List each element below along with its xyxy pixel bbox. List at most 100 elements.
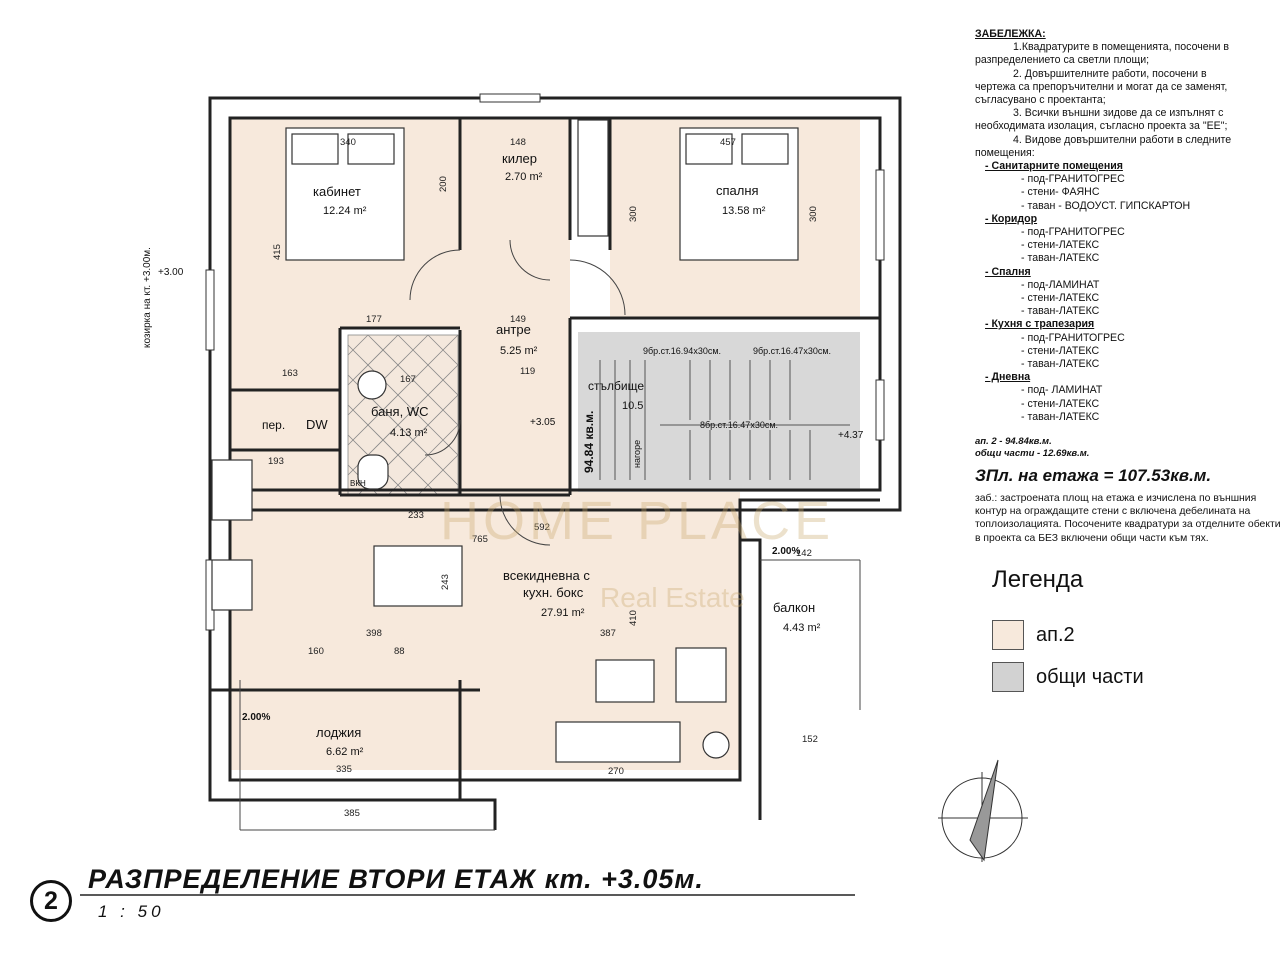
north-arrow	[938, 759, 1028, 862]
notes-heading: ЗАБЕЛЕЖКА:	[975, 28, 1046, 40]
finish-room: - Кухня с трапезария	[985, 318, 1095, 331]
svg-text:387: 387	[600, 628, 616, 639]
finish-line: - под- ЛАМИНАТ	[1021, 384, 1103, 397]
room-name: балкон	[773, 600, 816, 615]
label-vkn: ВКН	[350, 479, 366, 488]
note-line: чертежа са препоръчителни и могат да се …	[975, 80, 1228, 93]
finish-line: - стени-ЛАТЕКС	[1021, 239, 1100, 252]
level-300: +3.00	[158, 267, 184, 278]
svg-text:160: 160	[308, 646, 324, 657]
level-437: +4.37	[838, 430, 864, 441]
room-area: 6.62 m²	[326, 746, 364, 758]
furniture	[211, 119, 799, 763]
svg-text:385: 385	[344, 808, 360, 819]
svg-text:457: 457	[720, 137, 736, 148]
note-line: разпределението са светли площи;	[975, 54, 1150, 67]
svg-text:193: 193	[268, 456, 284, 467]
legend-item-common: общи части	[992, 662, 1144, 692]
svg-text:300: 300	[808, 206, 819, 222]
note-line: 3. Всички външни зидове да се изпълнят с	[1013, 107, 1224, 120]
note-line: 4. Видове довършителни работи в следните	[1013, 133, 1232, 146]
apartment-fill	[230, 118, 860, 770]
toilet	[357, 454, 389, 490]
room-area: 5.25 m²	[500, 345, 538, 357]
windows	[205, 93, 885, 631]
finish-line: - под-ЛАМИНАТ	[1021, 278, 1100, 291]
finish-line: - стени-ЛАТЕКС	[1021, 292, 1100, 305]
wardrobe	[577, 119, 609, 237]
slope-balcony: 2.00%	[772, 546, 801, 557]
drawing-title: РАЗПРЕДЕЛЕНИЕ ВТОРИ ЕТАЖ кт. +3.05м.	[88, 864, 704, 894]
apartment-vertical-label: 94.84 кв.м.	[582, 410, 596, 473]
sofa	[555, 721, 681, 763]
svg-text:167: 167	[400, 374, 416, 385]
canopy-label: козирка на кт. +3.00м.	[142, 247, 153, 348]
legend-title: Легенда	[992, 566, 1084, 593]
svg-text:592: 592	[534, 522, 550, 533]
svg-text:270: 270	[608, 766, 624, 777]
finish-line: - таван-ЛАТЕКС	[1021, 305, 1100, 318]
room-name-line2: кухн. бокс	[523, 585, 584, 600]
finish-line: - под-ГРАНИТОГРЕС	[1021, 226, 1125, 239]
note-line: 1.Квадратурите в помещенията, посочени в	[1013, 41, 1229, 54]
finish-line: - таван - ВОДОУСТ. ГИПСКАРТОН	[1021, 199, 1191, 212]
finish-line: - стени-ЛАТЕКС	[1021, 397, 1100, 410]
legend-swatch	[992, 620, 1024, 650]
room-area: 10.5	[622, 400, 644, 412]
room-name: лоджия	[316, 725, 362, 740]
svg-text:243: 243	[440, 574, 451, 590]
finish-room: - Санитарните помещения	[985, 160, 1123, 173]
total-area: ЗПл. на етажа = 107.53кв.м.	[975, 466, 1212, 485]
slope-loggia: 2.00%	[242, 712, 271, 723]
room-area: 4.43 m²	[783, 622, 821, 634]
room-area: 13.58 m²	[722, 205, 766, 217]
drawing-scale: 1 : 50	[98, 902, 165, 921]
room-area: 2.70 m²	[505, 171, 543, 183]
room-area: 4.13 m²	[390, 427, 428, 439]
svg-text:415: 415	[272, 244, 283, 260]
common-area: общи части - 12.69кв.м.	[975, 448, 1090, 459]
finish-line: - стени- ФАЯНС	[1021, 186, 1100, 199]
svg-text:142: 142	[796, 548, 812, 559]
svg-text:340: 340	[340, 137, 356, 148]
room-name: килер	[502, 151, 537, 166]
label-dw: DW	[306, 417, 328, 432]
notes-panel: ЗАБЕЛЕЖКА: 1.Квадратурите в помещенията,…	[975, 28, 1275, 424]
svg-text:152: 152	[802, 734, 818, 745]
note-line: необходимата изолация, съгласно проекта …	[975, 120, 1228, 133]
finish-line: - под-ГРАНИТОГРЕС	[1021, 173, 1125, 186]
finish-room: - Спалня	[985, 265, 1031, 278]
washbasin	[357, 370, 387, 400]
plant	[702, 731, 730, 759]
finish-room: - Дневна	[985, 371, 1031, 384]
room-name: всекидневна с	[503, 568, 590, 583]
finish-line: - под-ГРАНИТОГРЕС	[1021, 331, 1125, 344]
room-name: спалня	[716, 183, 759, 198]
svg-text:410: 410	[628, 610, 639, 626]
area-note: заб.: застроената площ на етажа е изчисл…	[975, 493, 1281, 544]
note-line: 2. Довършителните работи, посочени в	[1013, 67, 1207, 80]
stair-label-1: 9бр.ст.16.94x30см.	[643, 346, 722, 356]
watermark-title: HOME PLACE	[440, 491, 835, 551]
common-fill	[578, 332, 860, 492]
drawing-number: 2	[30, 880, 72, 922]
watermark-subtitle: Real Estate	[600, 582, 745, 613]
stair-label-2: 9бр.ст.16.47x30см.	[753, 346, 832, 356]
legend-label: общи части	[1036, 665, 1144, 688]
svg-text:148: 148	[510, 137, 526, 148]
level-305: +3.05	[530, 417, 556, 428]
svg-text:398: 398	[366, 628, 382, 639]
label-nagore: нагоре	[632, 439, 642, 468]
room-area: 12.24 m²	[323, 205, 367, 217]
stove	[211, 559, 253, 611]
legend-swatch	[992, 662, 1024, 692]
svg-text:88: 88	[394, 646, 405, 657]
svg-text:233: 233	[408, 510, 424, 521]
label-per: пер.	[262, 418, 286, 432]
loggia-railing	[239, 559, 861, 831]
staircase	[599, 360, 850, 480]
sink	[211, 459, 253, 521]
stair-label-3: 8бр.ст.16.47x30см.	[700, 420, 779, 430]
svg-text:149: 149	[510, 314, 526, 325]
